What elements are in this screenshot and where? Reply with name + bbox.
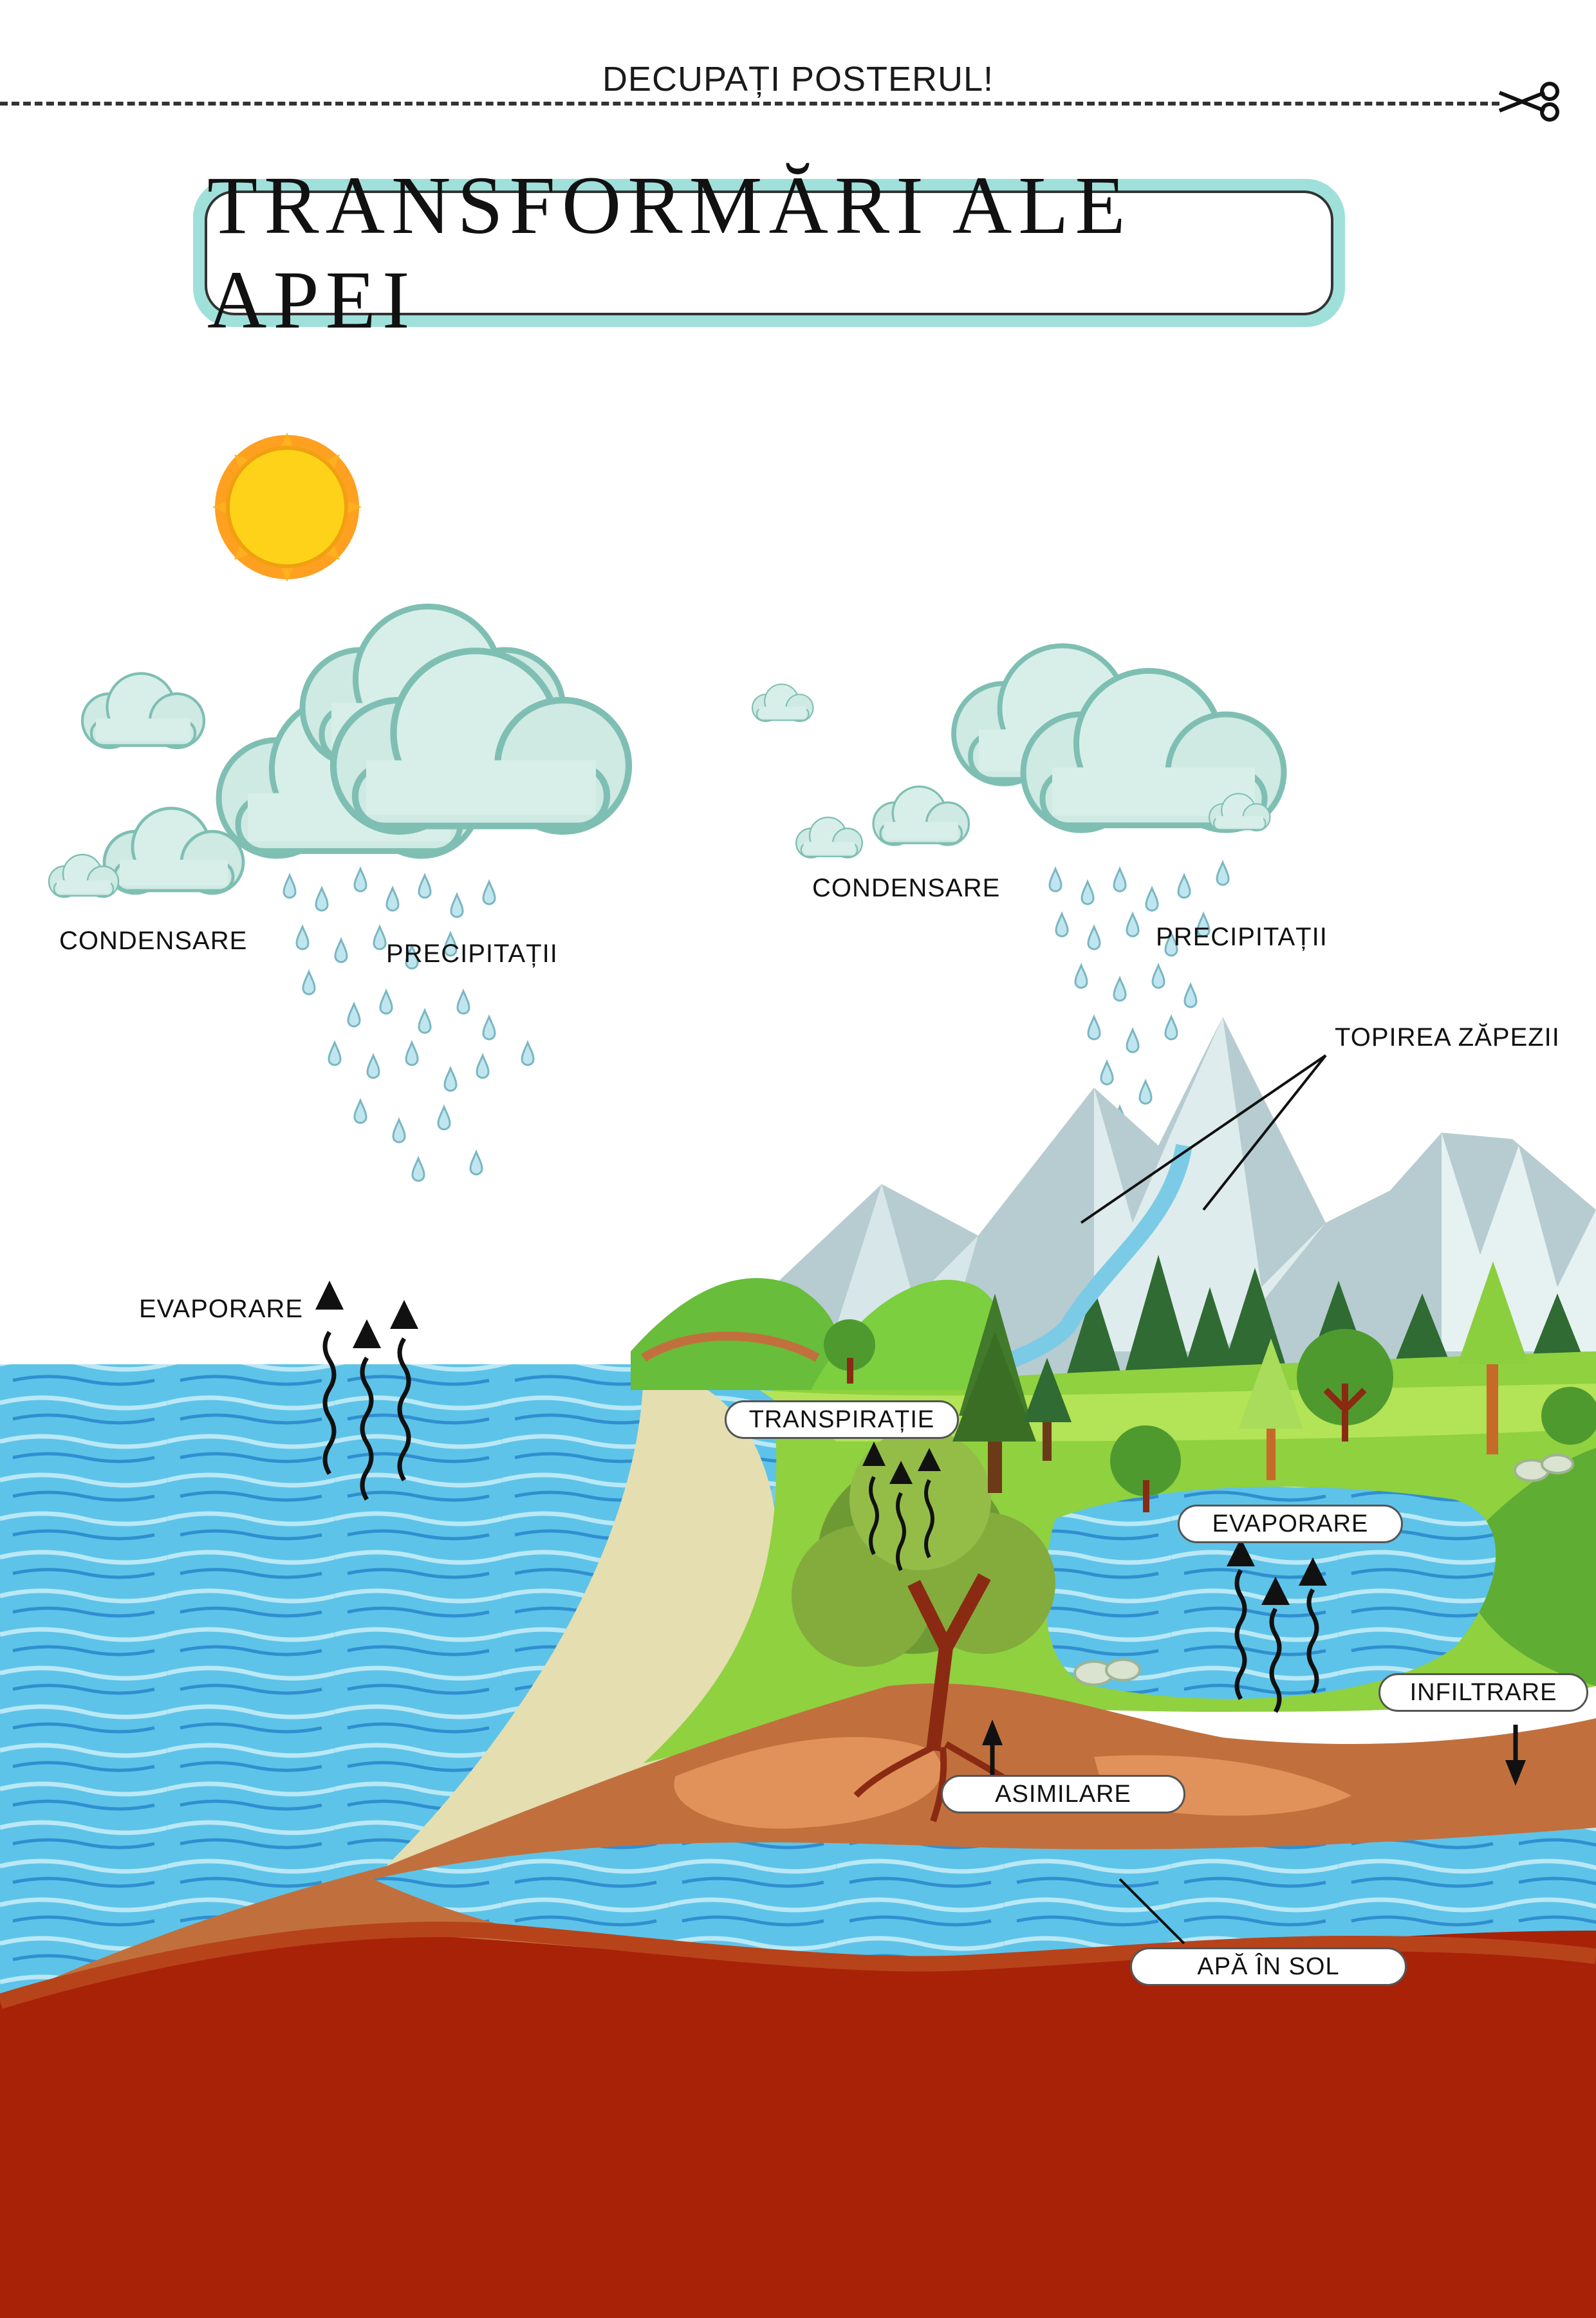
cloud-small-left-1	[82, 674, 204, 748]
poster-title: TRANSFORMĂRI ALE APEI	[207, 160, 1132, 346]
title-box: TRANSFORMĂRI ALE APEI	[205, 160, 1333, 346]
rain-drops-left	[283, 867, 535, 1182]
label-topirea-zapezii: TOPIREA ZĂPEZII	[1335, 1023, 1560, 1052]
label-precipitatii-right: PRECIPITAȚII	[1156, 923, 1328, 951]
label-evaporare-lake: EVAPORARE	[1178, 1505, 1403, 1543]
cloud-small-right-1	[751, 683, 814, 723]
infiltration-arrow	[1505, 1725, 1526, 1786]
label-condensare-left: CONDENSARE	[59, 927, 248, 955]
dashed-cut-line	[0, 102, 1499, 106]
evaporation-arrows-sea	[315, 1281, 418, 1499]
label-transpiratie: TRANSPIRAȚIE	[725, 1400, 959, 1439]
rocks	[1073, 1454, 1574, 1686]
cloud-left-main	[219, 607, 629, 857]
cut-instruction: DECUPAȚI POSTERUL!	[602, 60, 994, 98]
snow-melt-pointer-lines	[1080, 1054, 1327, 1224]
label-evaporare-sea: EVAPORARE	[139, 1295, 303, 1323]
label-apa-in-sol: APĂ ÎN SOL	[1130, 1947, 1407, 1986]
soil-layers	[0, 1683, 1596, 2318]
trees	[824, 1261, 1596, 1512]
evaporation-arrows-lake	[1227, 1538, 1327, 1713]
label-asimilare: ASIMILARE	[941, 1775, 1185, 1813]
scissors-icon	[1498, 82, 1559, 122]
cloud-small-right-3	[795, 816, 863, 858]
label-infiltrare: INFILTRARE	[1378, 1673, 1588, 1712]
sun-icon	[212, 432, 362, 582]
label-condensare-right: CONDENSARE	[812, 874, 1001, 902]
assimilation-arrow	[982, 1720, 1003, 1776]
soil-water-pointer-line	[1118, 1878, 1185, 1945]
label-precipitatii-left: PRECIPITAȚII	[386, 940, 558, 968]
transpiration-arrows	[862, 1442, 941, 1572]
cloud-small-right-2	[872, 785, 970, 846]
